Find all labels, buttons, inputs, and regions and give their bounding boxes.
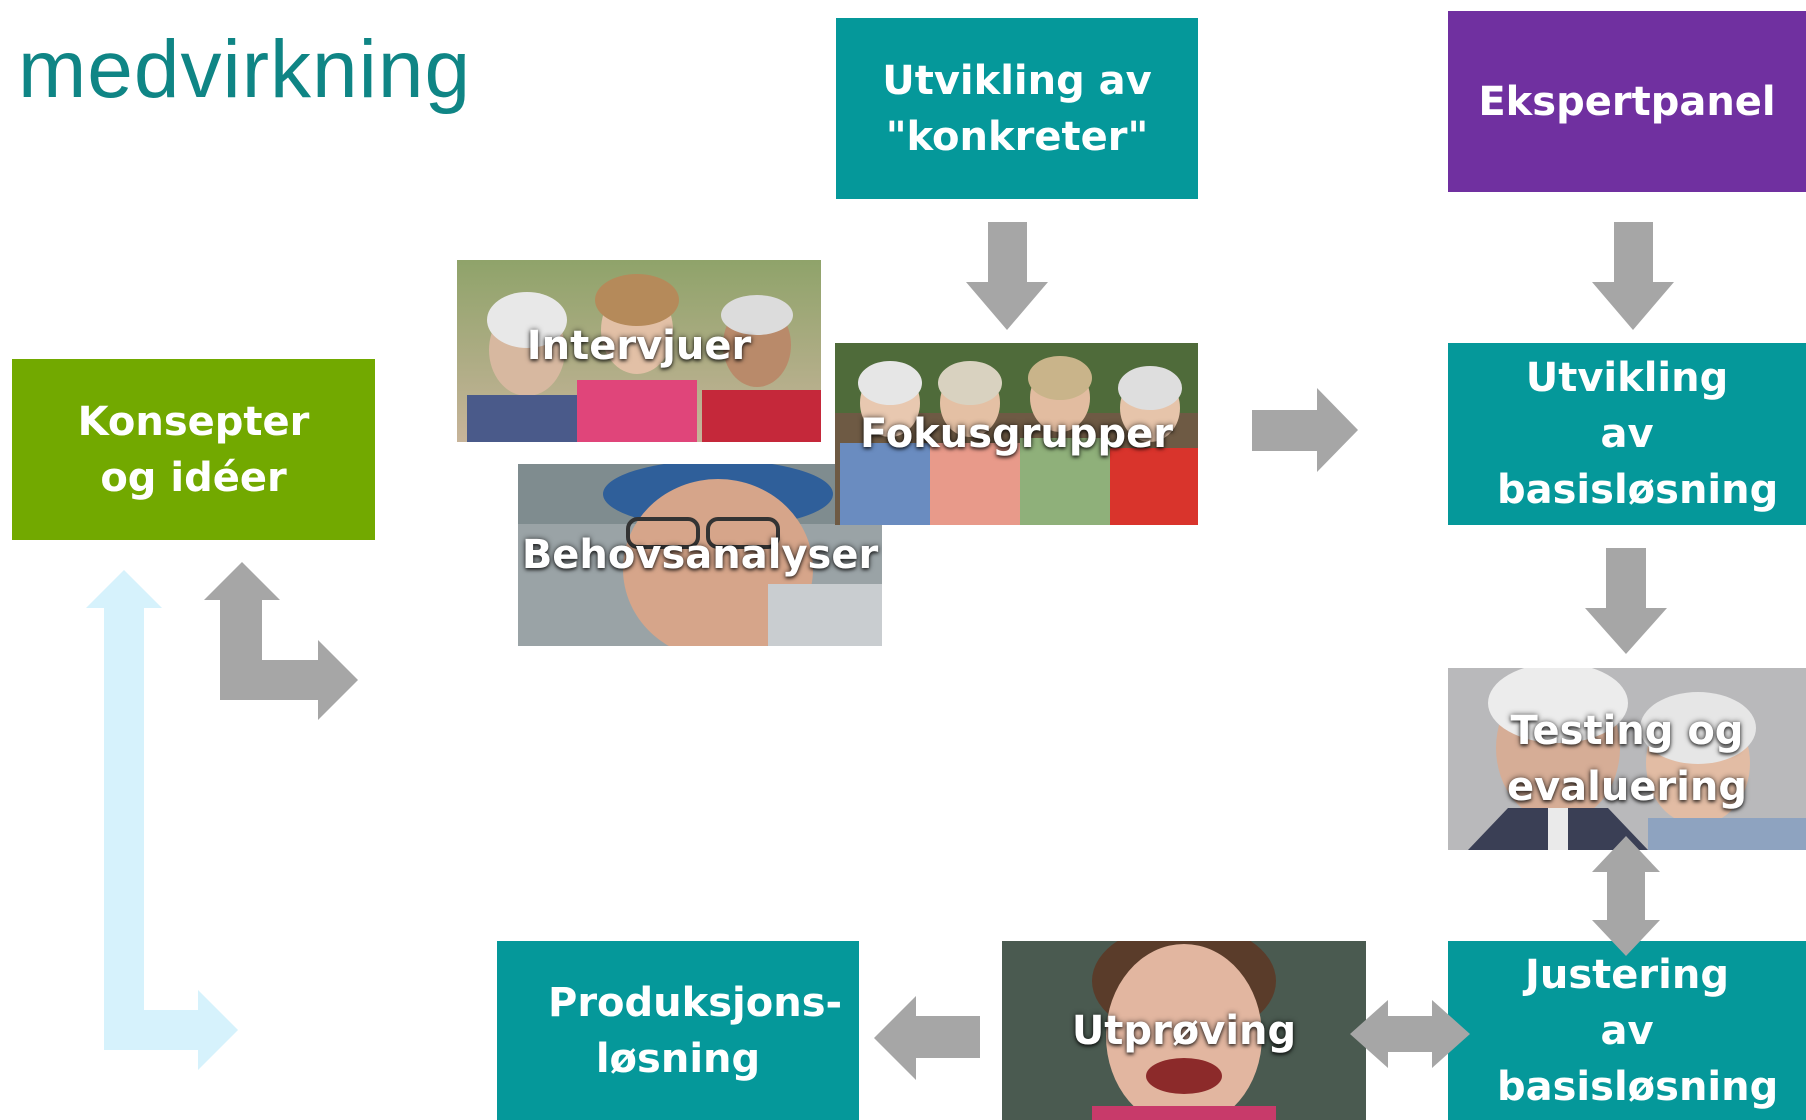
senior-women-photo-image xyxy=(835,343,1198,525)
senior-woman-photo-image xyxy=(1002,941,1366,1120)
seniors-photo-image xyxy=(457,260,821,442)
photo-testing: Testing og evaluering xyxy=(1448,668,1806,850)
node-label: Justering av basisløsning xyxy=(1497,951,1779,1110)
arrow-double-vertical-icon xyxy=(1592,836,1660,956)
photo-fokusgrupper: Fokusgrupper xyxy=(835,343,1198,525)
node-label: Utvikling av basisløsning xyxy=(1497,355,1779,513)
photo-label: Testing og evaluering xyxy=(1506,708,1748,810)
photo-label: Utprøving xyxy=(1071,1007,1297,1054)
node-label: Konsepter og idéer xyxy=(77,398,310,501)
arrow-down-icon xyxy=(966,222,1048,330)
arrow-bent-double-icon xyxy=(204,562,358,720)
node-label: Ekspertpanel xyxy=(1478,78,1776,125)
photo-label: Fokusgrupper xyxy=(859,411,1174,457)
node-utvikling-konkreter: Utvikling av "konkreter" xyxy=(836,18,1198,199)
arrow-down-icon xyxy=(1592,222,1674,330)
senior-couple-photo-image xyxy=(1448,668,1806,850)
node-utvikling-basis: Utvikling av basisløsning xyxy=(1448,343,1806,525)
photo-intervjuer: Intervjuer xyxy=(457,260,821,442)
arrow-loop-back-icon xyxy=(86,570,238,1070)
node-label: Produksjons-løsning xyxy=(548,979,843,1082)
arrow-left-icon xyxy=(874,996,980,1080)
photo-behovsanalyser: Behovsanalyser xyxy=(518,464,882,646)
photo-label: Intervjuer xyxy=(526,323,752,369)
node-konsepter: Konsepter og idéer xyxy=(12,359,375,540)
node-produksjon: Produksjons-løsning xyxy=(497,941,859,1120)
node-justering: Justering av basisløsning xyxy=(1448,941,1806,1120)
photo-label: Behovsanalyser xyxy=(521,532,879,578)
page-title: medvirkning xyxy=(18,24,472,115)
photo-utproving: Utprøving xyxy=(1002,941,1366,1120)
senior-man-photo-image xyxy=(518,464,882,646)
node-label: Utvikling av "konkreter" xyxy=(882,57,1152,160)
node-ekspertpanel: Ekspertpanel xyxy=(1448,11,1806,192)
arrow-down-icon xyxy=(1585,548,1667,654)
arrow-right-icon xyxy=(1252,388,1358,472)
